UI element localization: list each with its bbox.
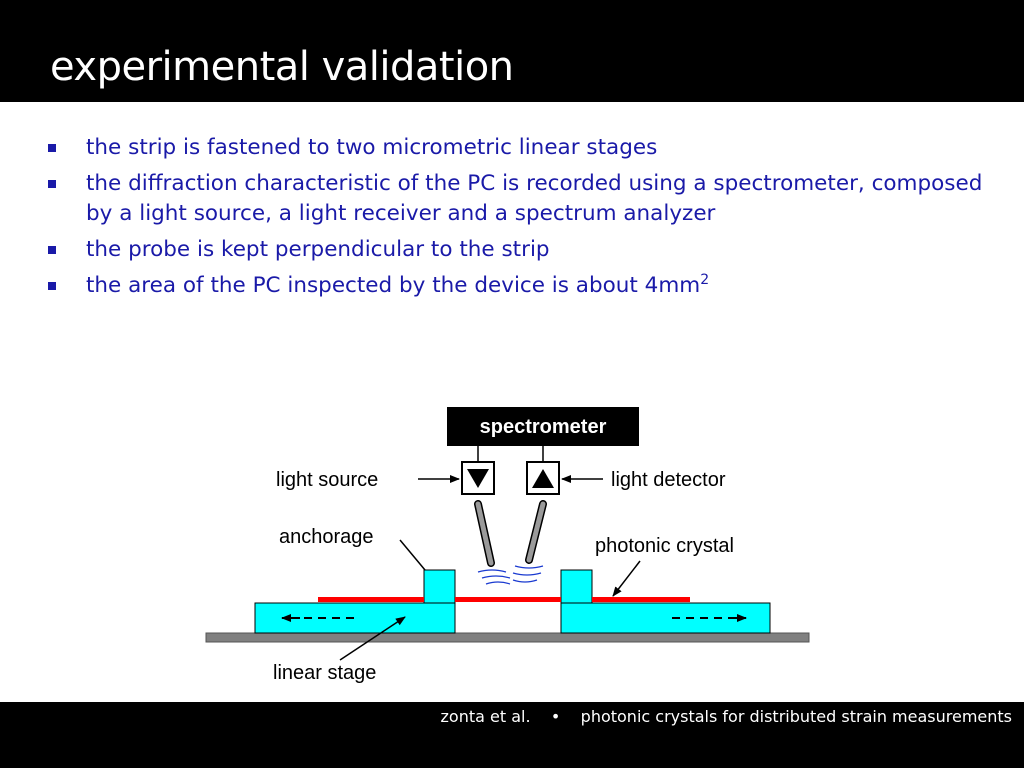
square-bullet-icon (48, 180, 56, 188)
bullet-text: the diffraction characteristic of the PC… (86, 171, 983, 226)
photonic-crystal-label: photonic crystal (595, 535, 734, 557)
bullet-text: the area of the PC inspected by the devi… (86, 273, 701, 298)
base-plate (205, 632, 810, 643)
spectrometer-label: spectrometer (480, 416, 607, 438)
linear-stage-label: linear stage (273, 662, 376, 684)
light-source-label: light source (276, 469, 378, 491)
slide-title: experimental validation (50, 44, 514, 90)
up-triangle-icon (532, 469, 554, 488)
bullet-text: the strip is fastened to two micrometric… (86, 135, 658, 160)
square-bullet-icon (48, 246, 56, 254)
square-bullet-icon (48, 144, 56, 152)
source-fiber-core (475, 501, 494, 566)
down-triangle-icon (467, 469, 489, 488)
light-wave-icon (477, 565, 544, 585)
bullet-item: the diffraction characteristic of the PC… (48, 169, 1008, 229)
bullet-item: the strip is fastened to two micrometric… (48, 133, 1008, 163)
bullet-item: the area of the PC inspected by the devi… (48, 271, 1008, 301)
left-anchorage-block (423, 569, 456, 604)
pointer-arrow (339, 616, 406, 661)
bullet-list: the strip is fastened to two micrometric… (48, 133, 1008, 307)
strip-left (318, 597, 424, 602)
footer-author: zonta et al. (440, 707, 531, 726)
bullet-item: the probe is kept perpendicular to the s… (48, 235, 1008, 265)
anchorage-label: anchorage (279, 526, 374, 548)
strip-right (592, 597, 690, 602)
title-bar (0, 0, 1024, 102)
light-detector-label: light detector (611, 469, 726, 491)
bullet-text: the probe is kept perpendicular to the s… (86, 237, 550, 262)
footer-bar (0, 702, 1024, 768)
detector-fiber-core (526, 501, 546, 563)
superscript: 2 (700, 271, 710, 288)
footer-text: zonta et al. • photonic crystals for dis… (441, 706, 1013, 728)
spectrometer-box (447, 407, 639, 446)
setup-diagram: spectrometer light source light detector… (205, 407, 810, 684)
pointer-arrow (612, 560, 641, 597)
footer-topic: photonic crystals for distributed strain… (580, 707, 1012, 726)
strip-center (455, 597, 561, 602)
square-bullet-icon (48, 282, 56, 290)
footer-separator: • (550, 707, 561, 726)
right-anchorage-block (560, 569, 593, 604)
